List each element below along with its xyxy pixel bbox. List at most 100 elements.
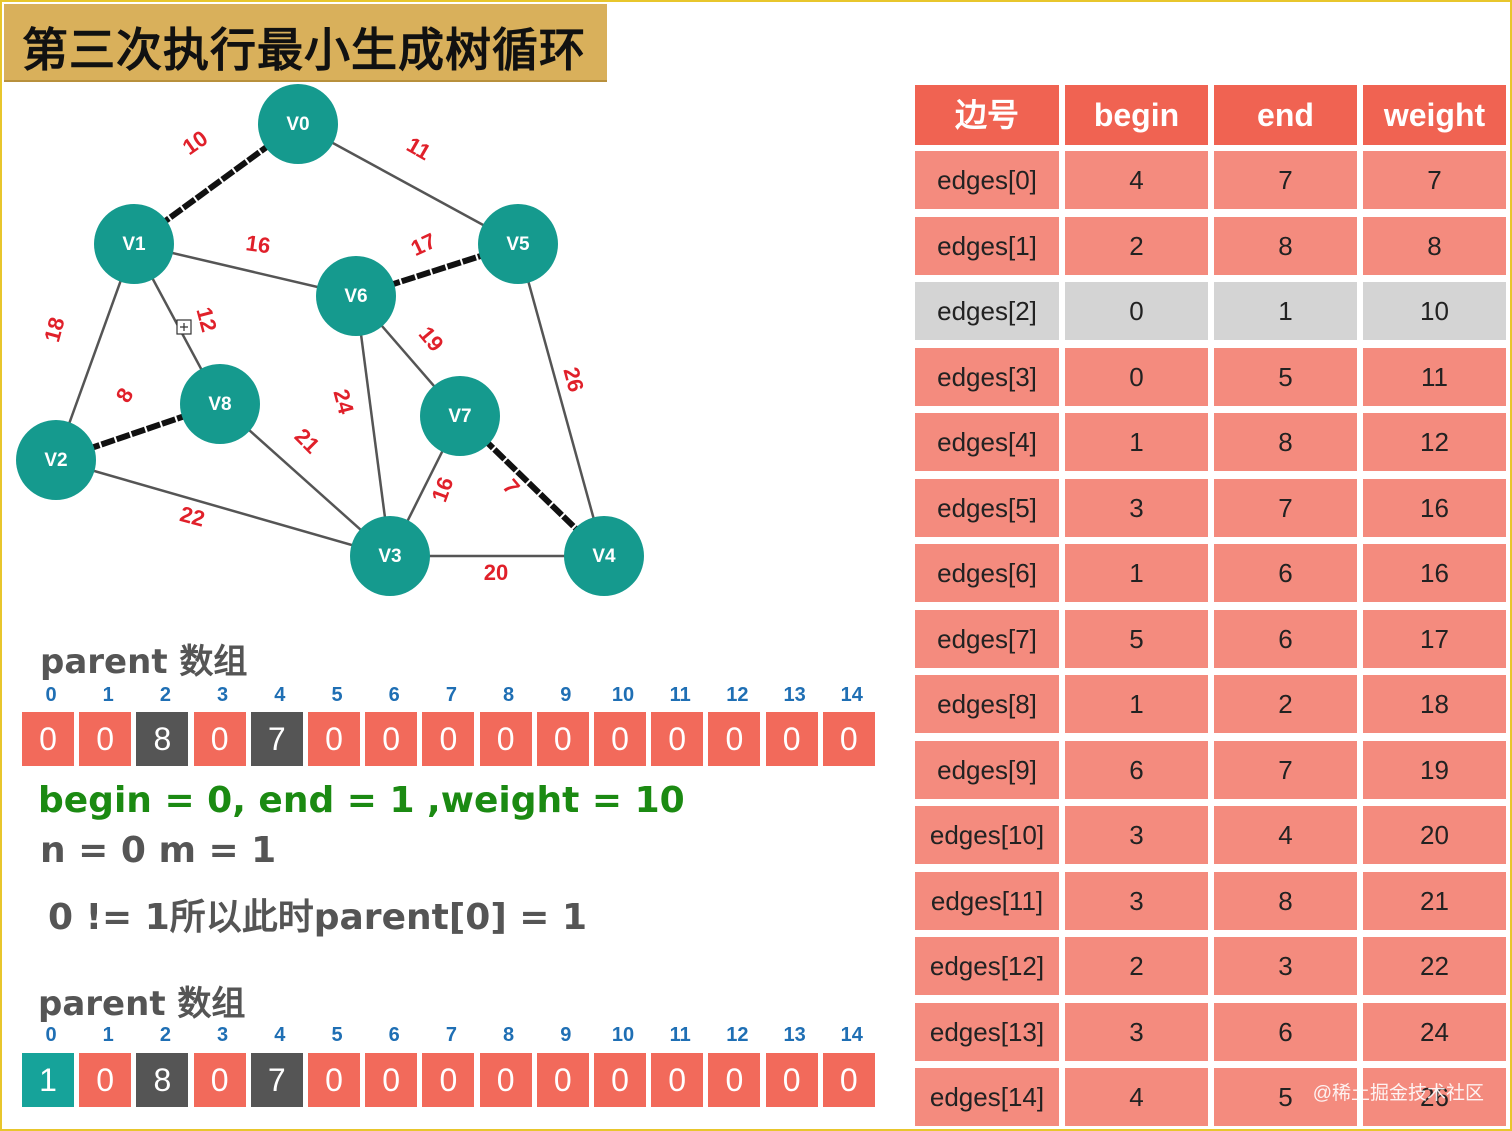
table-cell: edges[14]	[915, 1068, 1059, 1126]
edge-weight-label: 12	[191, 305, 221, 335]
table-cell: 3	[1214, 937, 1357, 995]
parent-index: 8	[503, 1024, 515, 1046]
parent-cell: 0	[536, 1053, 589, 1107]
table-cell: 2	[1065, 216, 1208, 275]
parent-cell: 0	[365, 712, 418, 766]
parent-index: 0	[45, 684, 57, 706]
graph-node-label: V3	[378, 546, 401, 567]
parent-cell: 0	[822, 712, 875, 766]
table-cell: edges[0]	[915, 151, 1059, 209]
table-cell: edges[10]	[915, 806, 1059, 864]
table-cell: 1	[1065, 544, 1208, 602]
page-title: 第三次执行最小生成树循环	[22, 23, 586, 77]
parent-index: 6	[388, 684, 400, 706]
table-cell: 6	[1065, 740, 1208, 799]
edge-weight-label: 24	[328, 387, 359, 418]
parent-index: 8	[503, 684, 515, 706]
table-cell: 1	[1065, 413, 1208, 471]
parent-index: 9	[560, 1024, 572, 1046]
parent-index: 13	[783, 684, 806, 706]
table-cell: edges[11]	[915, 871, 1059, 930]
parent-index: 10	[611, 684, 635, 706]
table-cell: 3	[1065, 1002, 1208, 1061]
table-cell: 17	[1363, 609, 1506, 668]
parent-index: 4	[274, 684, 286, 706]
table-cell: 3	[1065, 871, 1208, 930]
edge-weight-label: 7	[498, 474, 525, 499]
table-cell: edges[12]	[915, 937, 1059, 995]
parent-cell: 7	[250, 1053, 303, 1107]
parent-cell: 0	[594, 1053, 646, 1107]
edge-weight-label: 18	[39, 315, 69, 345]
parent-index: 5	[331, 1024, 343, 1046]
parent-index: 5	[331, 684, 343, 706]
parent-cell: 0	[22, 712, 74, 766]
table-cell: 0	[1065, 282, 1208, 340]
parent-index: 9	[560, 684, 572, 706]
edge-weight-label: 19	[414, 322, 449, 357]
parent-index: 10	[611, 1024, 635, 1046]
parent-cell: 0	[708, 712, 761, 766]
title-banner: 第三次执行最小生成树循环	[4, 4, 607, 82]
parent-cell: 0	[536, 712, 589, 766]
table-cell: edges[7]	[915, 609, 1059, 668]
table-cell: 26	[1363, 1068, 1506, 1126]
graph-edge-v5-v4	[516, 243, 606, 557]
parent-cell: 0	[765, 712, 818, 766]
parent-index: 2	[159, 1024, 171, 1046]
table-cell: 7	[1214, 151, 1357, 209]
step-n-m: n = 0 m = 1	[40, 830, 277, 871]
edge-weight-label: 16	[244, 230, 272, 258]
parent-index: 3	[217, 1024, 229, 1046]
parent-index: 11	[669, 1024, 691, 1046]
parent-index: 4	[274, 1024, 286, 1046]
graph-node-label: V2	[44, 450, 67, 471]
table-header: begin	[1065, 85, 1208, 145]
table-cell: 18	[1363, 675, 1506, 733]
table-cell: 6	[1214, 609, 1357, 668]
edge-weight-label: 17	[407, 228, 440, 261]
table-cell: 22	[1363, 937, 1506, 995]
table-cell: edges[13]	[915, 1002, 1059, 1061]
edge-weight-label: 26	[558, 365, 588, 395]
graph-node-v0	[258, 84, 338, 164]
parent-index: 12	[726, 1024, 749, 1046]
parent-index: 6	[388, 1024, 400, 1046]
table-cell: edges[4]	[915, 413, 1059, 471]
parent-array-label-after: parent 数组	[38, 984, 246, 1024]
graph-edge-v0-v5	[297, 122, 519, 246]
parent-cell: 0	[708, 1053, 761, 1107]
parent-cell: 0	[193, 712, 246, 766]
parent-index: 13	[783, 1024, 806, 1046]
edge-weight-label: 8	[111, 384, 139, 407]
table-cell: 11	[1363, 347, 1506, 406]
expand-box-icon	[176, 319, 192, 335]
parent-index: 3	[217, 684, 229, 706]
graph-node-label: V5	[506, 234, 530, 255]
parent-cell: 8	[136, 712, 189, 766]
graph-edge-v2-v3	[55, 458, 391, 558]
graph-node-v7	[420, 376, 500, 456]
table-cell: 4	[1065, 1068, 1208, 1126]
table-cell: 5	[1065, 609, 1208, 668]
table-cell: 19	[1363, 740, 1506, 799]
table-cell: edges[1]	[915, 216, 1059, 275]
parent-cell: 0	[651, 1053, 704, 1107]
edge-weight-label: 11	[403, 132, 436, 165]
parent-array-label-before: parent 数组	[40, 642, 248, 682]
parent-cell: 0	[765, 1053, 818, 1107]
parent-cell: 0	[479, 712, 532, 766]
table-cell: edges[5]	[915, 478, 1059, 537]
table-cell: 4	[1065, 151, 1208, 209]
graph-node-v3	[350, 516, 430, 596]
table-cell: 24	[1363, 1002, 1506, 1061]
table-cell: 6	[1214, 544, 1357, 602]
parent-cell: 0	[193, 1053, 246, 1107]
graph-node-label: V6	[344, 286, 367, 307]
table-cell: 1	[1214, 282, 1357, 340]
table-cell: edges[8]	[915, 675, 1059, 733]
